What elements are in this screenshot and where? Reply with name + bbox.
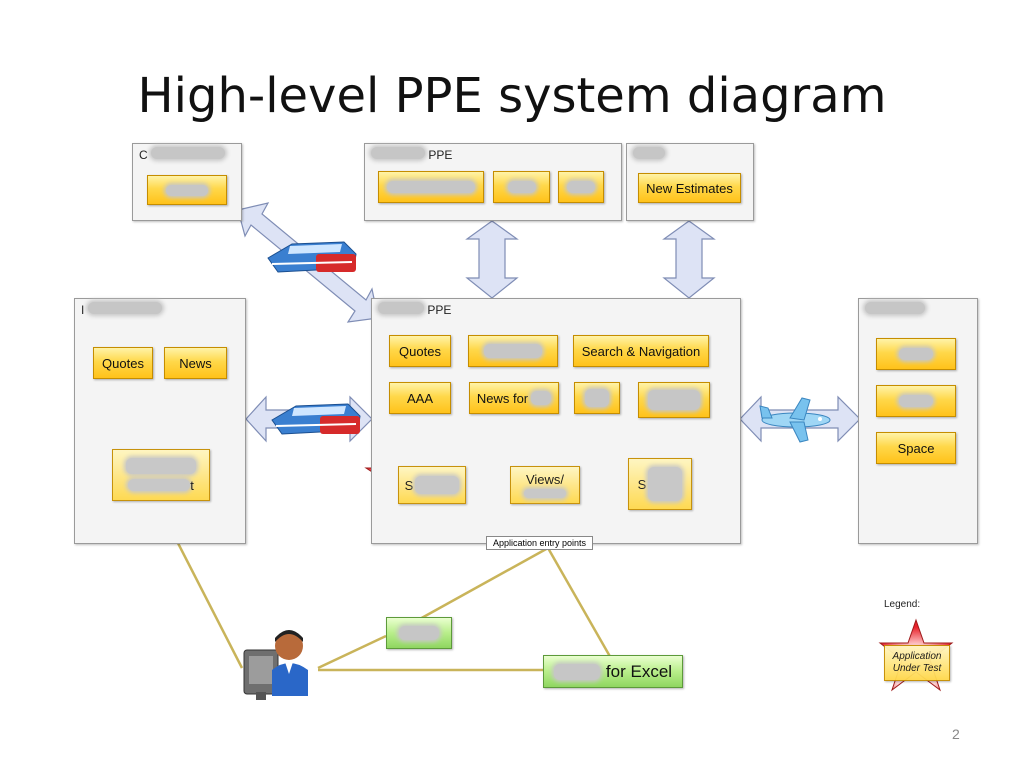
left-app-box[interactable]: t [112, 449, 210, 501]
quotes-button[interactable]: Quotes [93, 347, 153, 379]
redacted-text [378, 302, 424, 314]
panel-left: I Quotes News [74, 298, 246, 544]
redacted-text [399, 626, 439, 640]
redacted-button[interactable] [493, 171, 550, 203]
search-navigation-button[interactable]: Search & Navigation [573, 335, 709, 367]
aaa-button[interactable]: AAA [389, 382, 451, 414]
redacted-text [648, 467, 683, 501]
redacted-text [166, 184, 208, 196]
redacted-text [585, 389, 609, 407]
redacted-text [415, 476, 460, 494]
redacted-button[interactable] [378, 171, 484, 203]
green-app-box[interactable] [386, 617, 452, 649]
train-icon [271, 403, 361, 435]
redacted-text [899, 348, 933, 360]
redacted-text [371, 147, 425, 159]
redacted-text [865, 302, 925, 314]
redacted-text [151, 147, 226, 159]
panel-title-prefix: C [139, 148, 148, 162]
left-app-label: t [190, 477, 194, 493]
redacted-text [387, 181, 475, 193]
center-star-1-label: S [404, 477, 414, 493]
redacted-button[interactable] [468, 335, 558, 367]
block-arrow-vertical-left [465, 220, 519, 299]
redacted-button[interactable] [147, 175, 227, 205]
legend-line-1: Application [892, 651, 942, 662]
views-label: Views/ [525, 472, 565, 487]
redacted-text [87, 302, 162, 314]
news-button[interactable]: News [164, 347, 227, 379]
excel-app-box[interactable]: for Excel [543, 655, 683, 688]
airplane-icon [759, 397, 831, 443]
redacted-text [567, 181, 595, 193]
user-at-computer-icon [243, 630, 308, 700]
link-entry-to-excel [546, 547, 614, 661]
panel-top-left: C [132, 143, 242, 221]
news-for-button[interactable]: News for [469, 382, 559, 414]
panel-top-right: New Estimates [626, 143, 754, 221]
redacted-text [531, 391, 552, 405]
redacted-text [126, 457, 196, 474]
redacted-text [633, 147, 665, 159]
legend-label: Legend: [884, 599, 921, 610]
new-estimates-button[interactable]: New Estimates [638, 173, 741, 203]
views-box[interactable]: Views/ [510, 466, 580, 504]
redacted-button[interactable] [558, 171, 604, 203]
redacted-text [648, 390, 700, 410]
news-for-label: News for [476, 390, 529, 406]
center-star-3-label: S [637, 476, 647, 492]
redacted-text [524, 489, 566, 498]
slide-title: High-level PPE system diagram [137, 68, 887, 124]
excel-app-label: for Excel [605, 661, 673, 681]
redacted-button[interactable] [876, 338, 956, 370]
panel-top-middle: PPE [364, 143, 622, 221]
legend-box: Application Under Test [884, 645, 950, 681]
quotes-button[interactable]: Quotes [389, 335, 451, 367]
redacted-text [553, 663, 600, 680]
link-entry-to-green1 [417, 546, 549, 622]
panel-title-prefix: I [81, 303, 85, 317]
center-star-1-box[interactable]: S [398, 466, 466, 504]
redacted-text [484, 344, 542, 358]
page-number: 2 [952, 726, 960, 742]
redacted-button[interactable] [638, 382, 710, 418]
center-star-3-box[interactable]: S [628, 458, 692, 510]
application-entry-points-tag: Application entry points [486, 536, 594, 550]
redacted-text [507, 181, 536, 193]
link-user-to-green1 [317, 634, 387, 670]
panel-title: PPE [427, 303, 452, 317]
train-icon [267, 241, 357, 273]
legend-line-2: Under Test [892, 663, 942, 674]
panel-right: Space [858, 298, 978, 544]
panel-title: PPE [428, 148, 453, 162]
redacted-button[interactable] [876, 385, 956, 417]
redacted-button[interactable] [574, 382, 620, 414]
space-button[interactable]: Space [876, 432, 956, 464]
redacted-text [128, 479, 191, 491]
block-arrow-vertical-right [662, 220, 716, 299]
redacted-text [899, 395, 933, 407]
